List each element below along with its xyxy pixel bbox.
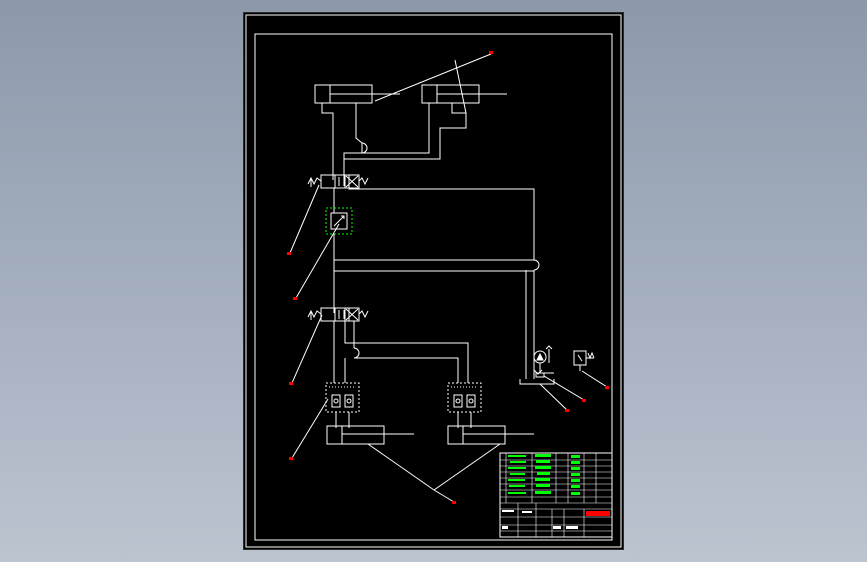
pump-leaders [539,370,609,412]
title-block [499,452,613,538]
directional-valve-2[interactable] [307,307,369,322]
tank-line [519,379,555,385]
relief-valve[interactable] [573,350,595,371]
left-leaders [287,184,340,460]
flow-control-valve[interactable] [325,207,353,235]
lower-piping [333,321,469,383]
bottom-right-cylinder[interactable] [447,425,534,445]
top-right-cylinder[interactable] [421,84,507,104]
bottom-left-cylinder[interactable] [326,425,414,445]
hydraulic-lock-right[interactable] [447,382,482,413]
tank-line-2 [539,363,554,374]
directional-valve-1[interactable] [307,174,369,189]
parts-list-text [508,454,580,495]
leader-tag [489,51,493,54]
hydraulic-lock-left[interactable] [325,382,360,413]
outer-frame [245,14,622,548]
drawing-sheet [244,13,623,549]
hydraulic-schematic [245,14,622,548]
pump-unit[interactable] [533,345,553,378]
top-piping [321,103,467,180]
top-cylinders-leader [374,51,493,114]
leader-tag [452,501,456,504]
top-left-cylinder[interactable] [314,84,400,104]
bottom-cylinders-leader [367,443,501,504]
return-lines [334,259,540,379]
drawing-title-mark [586,511,610,516]
inner-frame [254,33,613,541]
pipe-v1-to-return [348,188,535,260]
